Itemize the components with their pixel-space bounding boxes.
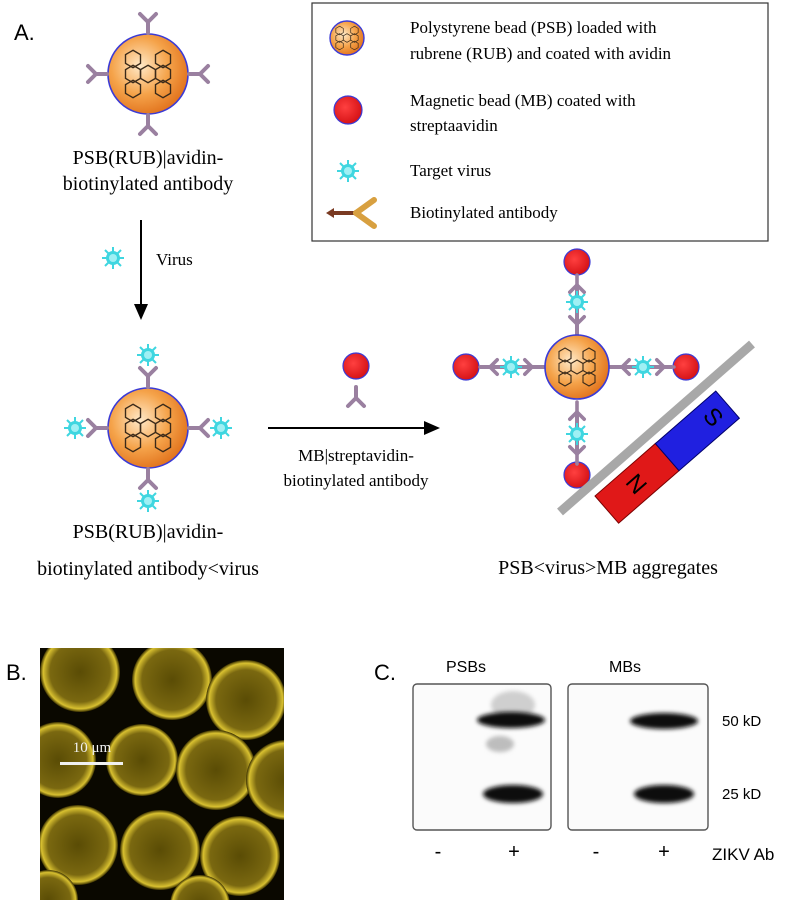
legend-box bbox=[311, 2, 769, 242]
legend-psb-line1: Polystyrene bead (PSB) loaded with bbox=[410, 18, 657, 37]
magnet-surface bbox=[557, 340, 755, 516]
mb-addition-arrow bbox=[268, 421, 440, 435]
step1-caption-line1: PSB(RUB)|avidin- bbox=[73, 147, 224, 169]
legend-virus-label: Target virus bbox=[410, 161, 491, 180]
lane-group-mbs: MBs bbox=[609, 659, 641, 676]
virus-arrow-label: Virus bbox=[156, 250, 193, 269]
legend-antibody-label: Biotinylated antibody bbox=[410, 203, 558, 222]
legend-mb-line1: Magnetic bead (MB) coated with bbox=[410, 91, 636, 110]
marker-50kd: 50 kD bbox=[722, 713, 761, 730]
lane-sign-2: + bbox=[508, 841, 520, 863]
western-blot-mbs bbox=[567, 683, 709, 831]
scale-bar bbox=[60, 762, 123, 765]
lane-sign-4: + bbox=[658, 841, 670, 863]
panel-b-label: B. bbox=[6, 660, 27, 685]
mb-arrow-line1: MB|streptavidin- bbox=[298, 446, 414, 465]
psb-mb-aggregate bbox=[452, 248, 700, 489]
step1-caption-line2: biotinylated antibody bbox=[63, 173, 234, 195]
legend-virus-icon bbox=[336, 159, 360, 183]
legend-psb-icon bbox=[329, 20, 365, 56]
lane-sign-1: - bbox=[435, 841, 442, 863]
panel-c-label: C. bbox=[374, 660, 396, 685]
step2-caption-line2: biotinylated antibody<virus bbox=[37, 558, 259, 580]
arrow-mb-icon bbox=[342, 352, 370, 408]
legend-mb-icon bbox=[333, 95, 363, 125]
fluorescence-micrograph: 10 μm bbox=[40, 648, 284, 900]
mb-arrow-line2: biotinylated antibody bbox=[284, 471, 429, 490]
psb-bead-step1 bbox=[86, 12, 210, 136]
legend-psb-line2: rubrene (RUB) and coated with avidin bbox=[410, 44, 672, 63]
magnet: N S bbox=[594, 390, 741, 524]
psb-bead-step2 bbox=[63, 343, 233, 513]
zikv-ab-label: ZIKV Ab bbox=[712, 845, 774, 864]
legend-antibody-icon bbox=[326, 197, 377, 229]
step2-caption-line1: PSB(RUB)|avidin- bbox=[73, 521, 224, 543]
western-blot-psbs bbox=[412, 683, 552, 831]
lane-group-psbs: PSBs bbox=[446, 659, 486, 676]
legend-mb-line2: streptaavidin bbox=[410, 116, 498, 135]
lane-sign-3: - bbox=[593, 841, 600, 863]
panel-a-label: A. bbox=[14, 20, 35, 45]
marker-25kd: 25 kD bbox=[722, 786, 761, 803]
scale-bar-label: 10 μm bbox=[73, 740, 112, 756]
virus-addition-arrow bbox=[134, 220, 148, 320]
aggregate-caption: PSB<virus>MB aggregates bbox=[498, 557, 718, 579]
arrow-virus-icon bbox=[101, 246, 125, 270]
